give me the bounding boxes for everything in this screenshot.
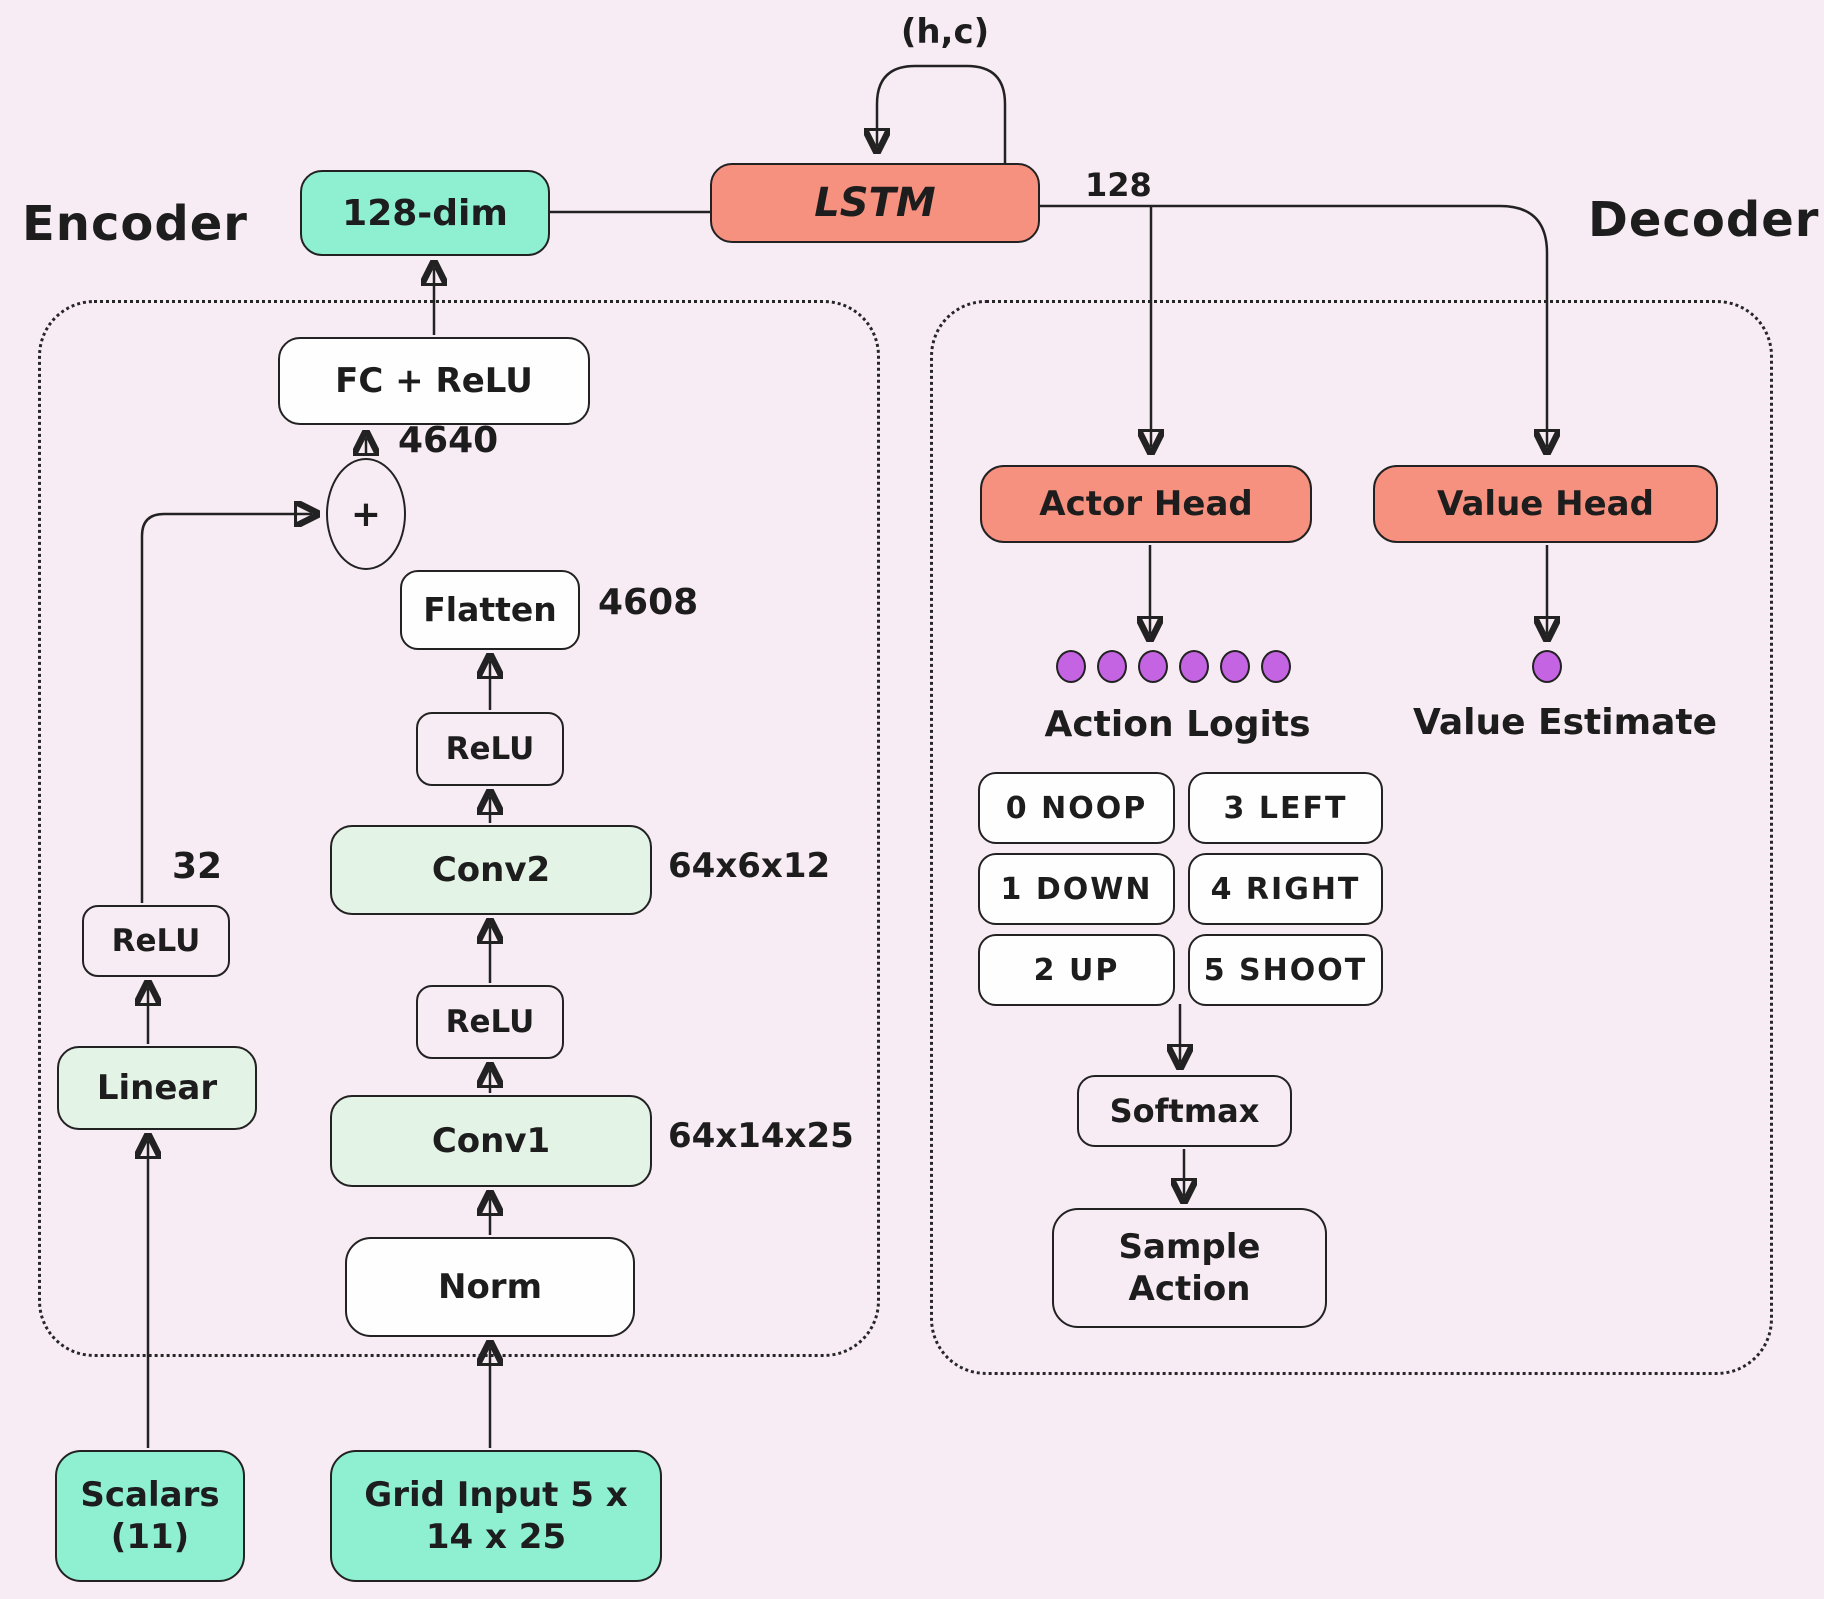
relu-mid-node: ReLU <box>416 985 564 1059</box>
sample-action-line1: Sample <box>1118 1226 1261 1267</box>
action-logits-label: Action Logits <box>1044 704 1311 745</box>
decoder-region-border <box>930 300 1773 1375</box>
scalar-feature-dim-label: 32 <box>172 846 223 887</box>
dim128-node: 128-dim <box>300 170 550 256</box>
encoder-region-border <box>38 300 880 1357</box>
logit-dot <box>1056 650 1086 683</box>
scalars-input-node: Scalars (11) <box>55 1450 245 1582</box>
logit-dot <box>1532 650 1562 683</box>
action-item-left: 3 LEFT <box>1188 772 1383 844</box>
lstm-node: LSTM <box>710 163 1040 243</box>
encoder-section-label: Encoder <box>22 196 248 252</box>
decoder-section-label: Decoder <box>1588 192 1820 248</box>
conv2-shape-label: 64x6x12 <box>668 846 831 886</box>
grid-input-node: Grid Input 5 x 14 x 25 <box>330 1450 662 1582</box>
logit-dot <box>1220 650 1250 683</box>
value-estimate-dot <box>1532 650 1562 683</box>
grid-input-line1: Grid Input 5 x <box>364 1474 628 1515</box>
softmax-node: Softmax <box>1077 1075 1292 1147</box>
conv2-node: Conv2 <box>330 825 652 915</box>
grid-input-line2: 14 x 25 <box>425 1517 567 1557</box>
flatten-dim-label: 4608 <box>598 582 699 623</box>
scalars-input-line2: (11) <box>110 1517 190 1557</box>
scalars-input-line1: Scalars <box>80 1474 220 1515</box>
lstm-output-width-label: 128 <box>1085 166 1152 204</box>
logit-dot <box>1179 650 1209 683</box>
logit-dot <box>1261 650 1291 683</box>
sample-action-node: Sample Action <box>1052 1208 1327 1328</box>
action-item-shoot: 5 SHOOT <box>1188 934 1383 1006</box>
logit-dot <box>1138 650 1168 683</box>
logit-dot <box>1097 650 1127 683</box>
action-item-up: 2 UP <box>978 934 1175 1006</box>
sample-action-line2: Action <box>1128 1269 1251 1309</box>
flatten-node: Flatten <box>400 570 580 650</box>
linear-node: Linear <box>57 1046 257 1130</box>
fc-input-dim-label: 4640 <box>398 420 499 461</box>
lstm-to-value-head-arrow <box>1040 204 1547 447</box>
relu-left-node: ReLU <box>82 905 230 977</box>
hidden-cell-state-label: (h,c) <box>900 12 990 52</box>
actor-head-node: Actor Head <box>980 465 1312 543</box>
action-logits-dots <box>1056 650 1291 683</box>
action-legend-grid: 0 NOOP 3 LEFT 1 DOWN 4 RIGHT 2 UP 5 SHOO… <box>978 772 1383 1006</box>
action-item-right: 4 RIGHT <box>1188 853 1383 925</box>
fc-relu-node: FC + ReLU <box>278 337 590 425</box>
action-item-down: 1 DOWN <box>978 853 1175 925</box>
value-estimate-label: Value Estimate <box>1412 702 1718 743</box>
skip-connection-arrow <box>140 514 312 903</box>
value-head-node: Value Head <box>1373 465 1718 543</box>
conv1-shape-label: 64x14x25 <box>668 1116 854 1156</box>
relu-upper-node: ReLU <box>416 712 564 786</box>
conv1-node: Conv1 <box>330 1095 652 1187</box>
lstm-recurrent-loop-arrow <box>877 64 1007 164</box>
concat-plus-node: + <box>326 458 406 570</box>
action-item-noop: 0 NOOP <box>978 772 1175 844</box>
norm-node: Norm <box>345 1237 635 1337</box>
